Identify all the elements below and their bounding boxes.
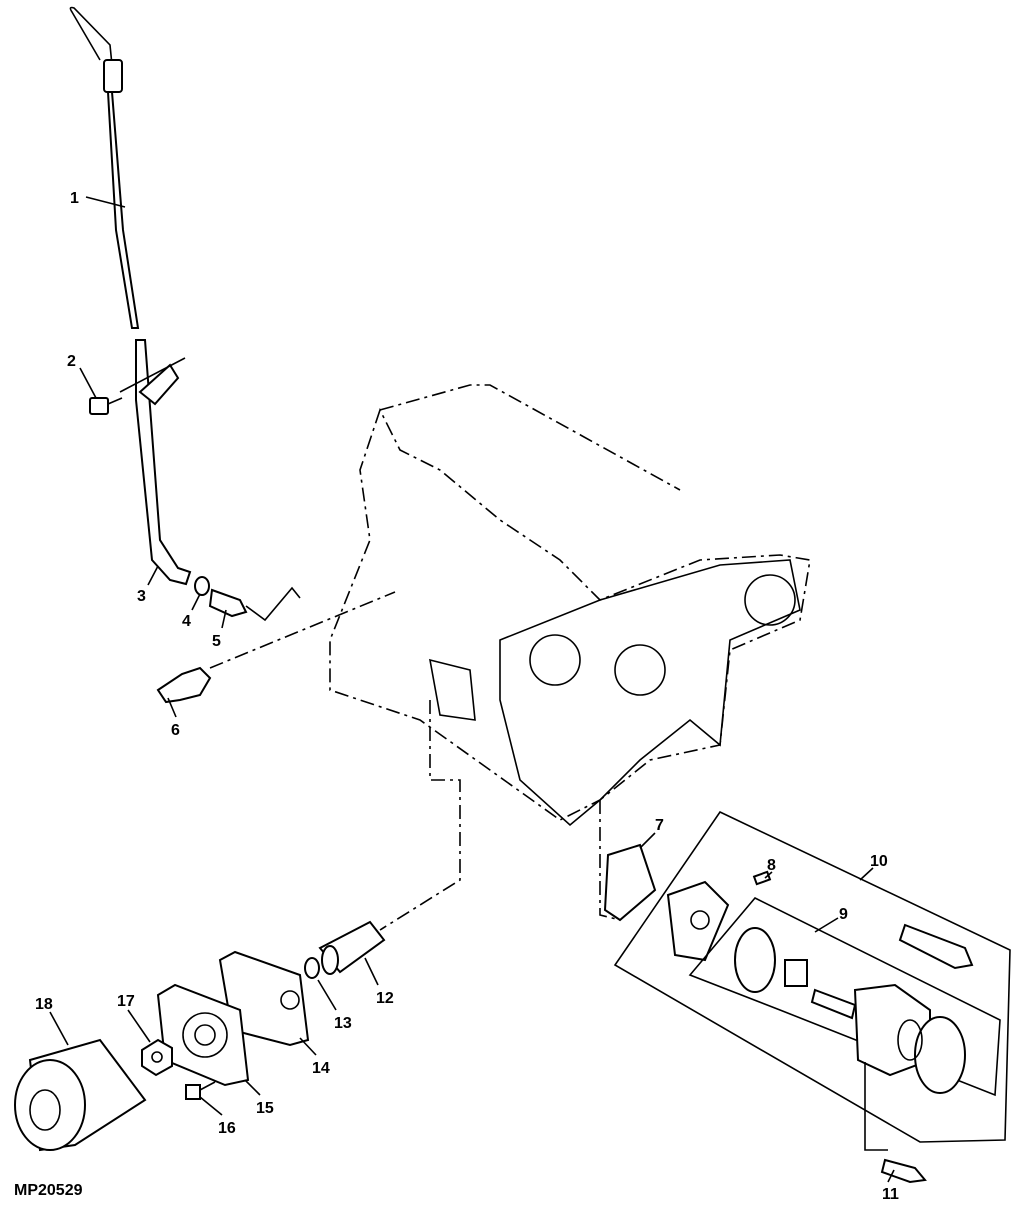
callout-10: 10 (870, 853, 888, 870)
callout-5: 5 (212, 633, 221, 650)
dipstick-tube (119, 339, 192, 586)
callout-9: 9 (839, 906, 848, 923)
callout-13: 13 (334, 1015, 352, 1032)
o-ring-13 (304, 957, 320, 979)
pump-rotor (734, 927, 857, 1020)
callout-6: 6 (171, 722, 180, 739)
pump-cover (666, 880, 730, 962)
callout-11: 11 (882, 1186, 899, 1203)
callout-18: 18 (35, 996, 53, 1013)
dipstick (69, 6, 140, 329)
callout-16: 16 (218, 1120, 236, 1137)
pump-gasket-7 (603, 843, 657, 922)
oil-strainer-12 (318, 920, 386, 975)
o-ring-4 (194, 576, 210, 596)
engine-block (329, 384, 811, 827)
leader-lines (49, 196, 895, 1183)
callout-14: 14 (312, 1060, 330, 1077)
bolt-16 (185, 1081, 216, 1100)
callout-2: 2 (67, 353, 76, 370)
filter-base-15 (156, 983, 250, 1087)
nut-17 (141, 1038, 173, 1077)
pump-body (853, 983, 966, 1094)
callout-17: 17 (117, 993, 135, 1010)
bolt (898, 923, 974, 970)
oil-pressure-switch-6 (156, 591, 396, 704)
oil-filter-18 (14, 1038, 147, 1152)
callout-1: 1 (70, 190, 79, 207)
bolt-2 (89, 397, 123, 415)
bolt-11 (880, 1158, 927, 1184)
callout-15: 15 (256, 1100, 274, 1117)
callout-8: 8 (767, 857, 776, 874)
callout-3: 3 (137, 588, 146, 605)
callout-7: 7 (655, 817, 664, 834)
assembly-10-box (613, 810, 1011, 1143)
callout-12: 12 (376, 990, 394, 1007)
adapter-5 (208, 586, 301, 622)
figure-reference-number: MP20529 (14, 1182, 83, 1199)
callout-4: 4 (182, 613, 191, 630)
